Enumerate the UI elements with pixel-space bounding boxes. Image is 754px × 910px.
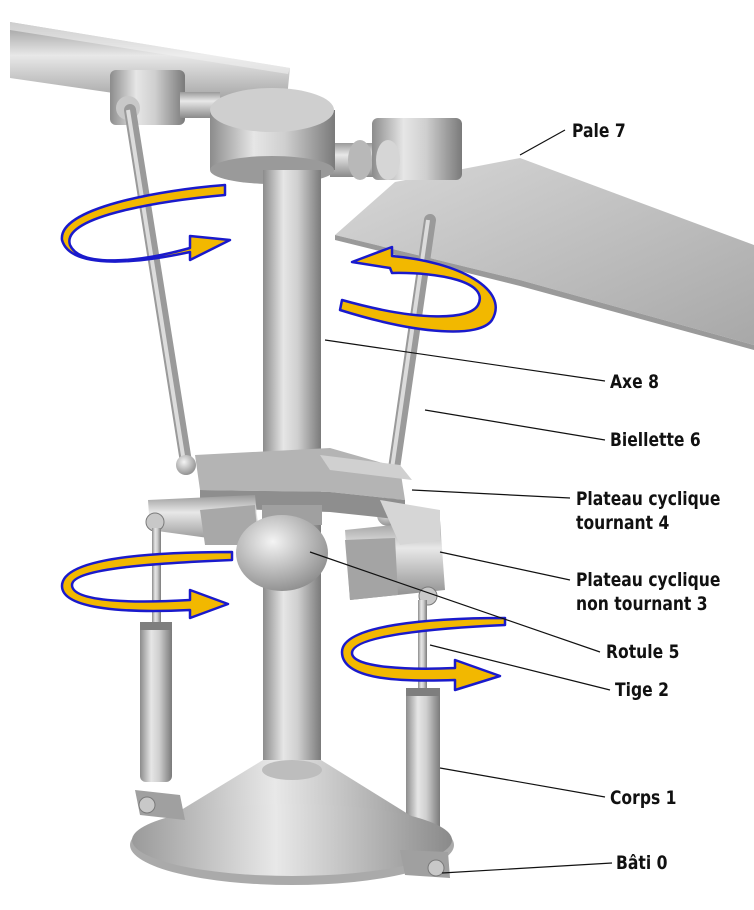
leader-plateau-tournant <box>411 489 571 499</box>
label-plateau-cyclique-non-tournant-3: Plateau cyclique non tournant 3 <box>576 568 720 616</box>
hub-tube-right <box>330 118 462 180</box>
label-plateau-cyclique-tournant-4: Plateau cyclique tournant 4 <box>576 487 720 535</box>
swashplate-non-rotating-3 <box>145 495 445 606</box>
label-corps-1: Corps 1 <box>610 787 677 809</box>
label-bati-0: Bâti 0 <box>616 852 668 874</box>
label-plateau-tournant-line1: Plateau cyclique <box>576 488 721 510</box>
leader-tige <box>429 644 611 691</box>
actuator-left <box>140 528 172 782</box>
leader-rotule <box>309 551 601 653</box>
rotation-arrow-lower-right <box>340 616 507 692</box>
label-pale-7: Pale 7 <box>572 120 626 142</box>
link-rod-left <box>124 104 196 475</box>
label-biellette-6: Biellette 6 <box>610 429 701 451</box>
leader-axe <box>324 339 606 382</box>
leader-pale <box>519 129 566 156</box>
leader-corps <box>439 767 606 798</box>
label-plateau-non-tournant-line2: non tournant 3 <box>576 593 708 615</box>
label-rotule-5: Rotule 5 <box>606 641 680 663</box>
label-plateau-non-tournant-line1: Plateau cyclique <box>576 569 721 591</box>
rotation-arrow-upper-left <box>60 183 232 263</box>
label-plateau-tournant-line2: tournant 4 <box>576 512 670 534</box>
rotation-arrow-upper-right <box>338 245 497 333</box>
label-axe-8: Axe 8 <box>610 371 659 393</box>
leader-bati <box>441 862 613 874</box>
leader-plateau-non-tournant <box>439 551 571 581</box>
actuator-right <box>406 600 440 848</box>
leader-lines <box>309 129 613 874</box>
rotation-arrow-lower-left <box>60 550 234 620</box>
ball-joint-rotule-5 <box>236 505 328 591</box>
label-tige-2: Tige 2 <box>615 679 669 701</box>
rotor-hub <box>210 88 335 184</box>
base-frame-bati-0 <box>130 760 454 885</box>
leader-biellette <box>424 409 606 441</box>
